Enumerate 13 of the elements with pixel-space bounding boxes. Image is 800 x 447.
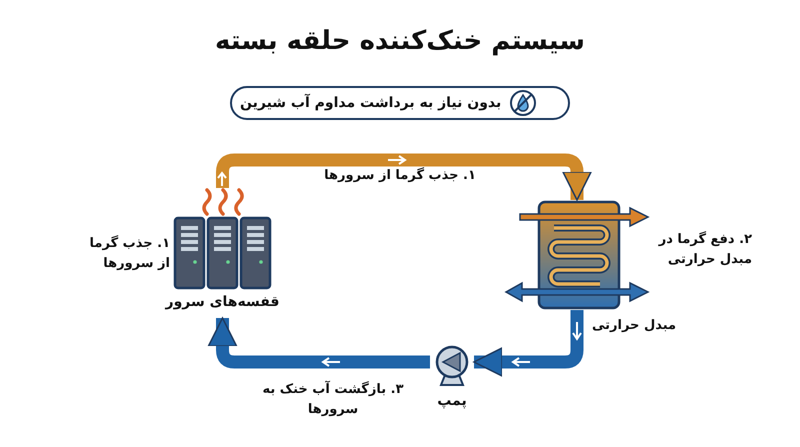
exchanger-label: مبدل حرارتی: [592, 317, 676, 335]
pipe-arrow: [473, 310, 584, 377]
title: سیستم خنک‌کننده حلقه بسته: [214, 25, 586, 58]
edge-label: ۱. جذب گرما از سرورها: [323, 166, 477, 185]
step-label: ۱. جذب گرما از سرورها: [88, 234, 170, 272]
edge-label: ۳. بازگشت آب خنک به سرورها: [261, 380, 405, 418]
server-label: قفسه‌های سرور: [164, 293, 280, 312]
pump-label: پمپ: [436, 392, 468, 411]
note-text: بدون نیاز به برداشت مداوم آب شیرین: [240, 92, 502, 112]
step-label: ۲. دفع گرما در مبدل حرارتی: [657, 230, 752, 268]
note-badge: [230, 86, 570, 120]
pipe-arrow: [208, 317, 430, 368]
pipe-arrow: [216, 154, 592, 201]
